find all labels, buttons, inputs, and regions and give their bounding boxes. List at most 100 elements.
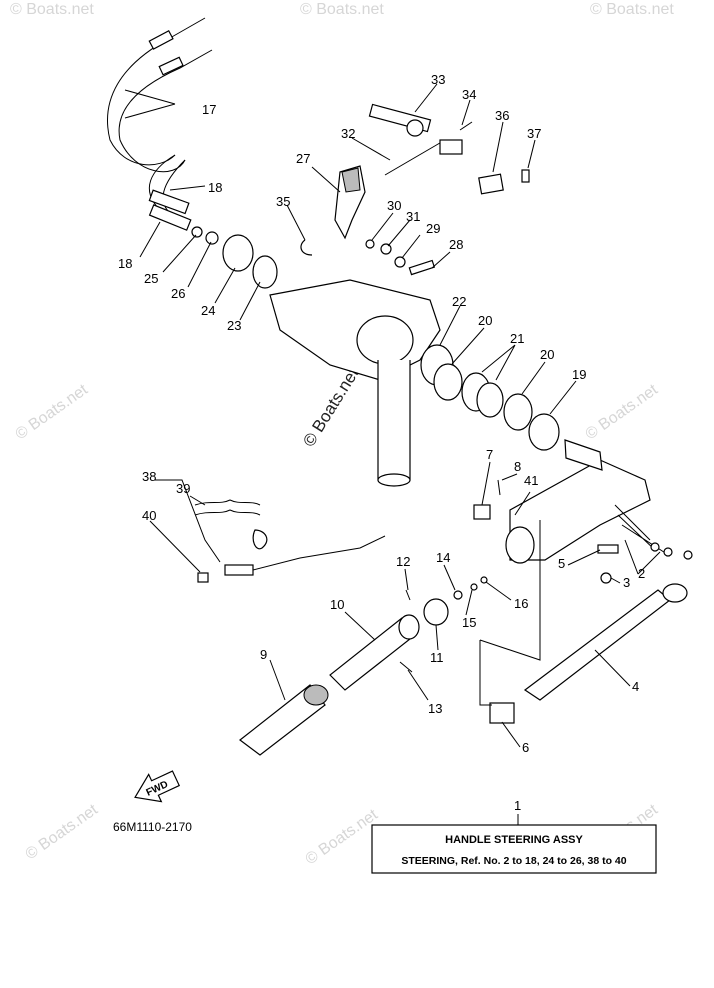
pin-34 xyxy=(459,121,473,131)
pin-37 xyxy=(521,169,530,183)
screw-13 xyxy=(399,661,413,673)
cable-17-b xyxy=(118,49,213,173)
cap-40 xyxy=(197,572,209,583)
callout-39: 39 xyxy=(176,481,190,496)
bracket-bore xyxy=(356,315,414,365)
throttle-10-end xyxy=(398,614,420,640)
callout-12: 12 xyxy=(396,554,410,569)
steering-rod-4 xyxy=(523,589,671,701)
callout-18-b: 18 xyxy=(118,256,132,271)
washer-14 xyxy=(453,590,463,600)
wire-terminal-b xyxy=(663,547,673,557)
washer-20-a xyxy=(433,363,463,401)
callout-5: 5 xyxy=(558,556,565,571)
callout-22: 22 xyxy=(452,294,466,309)
callout-15: 15 xyxy=(462,615,476,630)
parts-artwork xyxy=(107,17,693,803)
cable-end-18-a xyxy=(148,189,190,215)
seal-23 xyxy=(252,255,278,289)
legend-callout: 1 xyxy=(514,798,521,813)
callout-2: 2 xyxy=(638,566,645,581)
cable-17-c xyxy=(148,154,176,211)
stop-switch-38 xyxy=(224,564,254,576)
screw-12 xyxy=(405,589,411,601)
callout-24: 24 xyxy=(201,303,215,318)
cable-end-18-b xyxy=(148,204,192,231)
bushing-11 xyxy=(423,598,449,626)
callout-19: 19 xyxy=(572,367,586,382)
callout-40: 40 xyxy=(142,508,156,523)
callout-35: 35 xyxy=(276,194,290,209)
watermark-mid-right: © Boats.net xyxy=(583,381,662,443)
callout-10: 10 xyxy=(330,597,344,612)
cable-end-17-a xyxy=(148,30,174,50)
diagram-code: 66M1110-2170 xyxy=(113,820,192,834)
legend-title: HANDLE STEERING ASSY xyxy=(445,834,583,846)
callout-29: 29 xyxy=(426,221,440,236)
nut-25 xyxy=(191,226,203,238)
callout-27: 27 xyxy=(296,151,310,166)
wire-terminal-a xyxy=(650,542,660,552)
callout-37: 37 xyxy=(527,126,541,141)
callout-18-a: 18 xyxy=(208,180,222,195)
washer-30 xyxy=(365,239,375,249)
grip-9-end xyxy=(303,684,329,706)
washer-20-b xyxy=(503,393,533,431)
grommet-24 xyxy=(222,234,254,272)
legend-frame xyxy=(371,824,657,874)
callout-8: 8 xyxy=(514,459,521,474)
callout-17: 17 xyxy=(202,102,216,117)
leader-lines xyxy=(124,83,661,748)
clip-35 xyxy=(300,239,313,256)
callout-36: 36 xyxy=(495,108,509,123)
callout-3: 3 xyxy=(623,575,630,590)
rod-32 xyxy=(384,139,446,176)
callout-20-a: 20 xyxy=(478,313,492,328)
callout-34: 34 xyxy=(462,87,476,102)
bolt-28 xyxy=(408,259,436,276)
callout-21: 21 xyxy=(510,331,524,346)
callout-23: 23 xyxy=(227,318,241,333)
callout-38: 38 xyxy=(142,469,156,484)
washer-26 xyxy=(205,231,219,245)
pin-8 xyxy=(497,479,501,496)
shift-lever-knob xyxy=(341,167,361,193)
screw-3 xyxy=(600,572,612,584)
link-joint-36-base xyxy=(439,139,463,155)
stop-switch-wire xyxy=(252,535,386,571)
watermark-bottom-left: © Boats.net xyxy=(23,801,102,863)
callout-20-b: 20 xyxy=(540,347,554,362)
steering-bracket xyxy=(269,279,441,381)
switch-7 xyxy=(473,504,491,520)
callout-25: 25 xyxy=(144,271,158,286)
washer-15 xyxy=(470,583,478,591)
callout-16: 16 xyxy=(514,596,528,611)
watermark-bottom-center: © Boats.net xyxy=(303,806,382,868)
nut-16 xyxy=(480,576,488,584)
link-33-joint xyxy=(406,119,424,137)
handle-bore xyxy=(505,526,535,564)
rod-end-4 xyxy=(662,583,688,603)
callout-11: 11 xyxy=(430,650,444,665)
block-6 xyxy=(489,702,515,724)
callout-26: 26 xyxy=(171,286,185,301)
watermark-center: © Boats.net xyxy=(299,364,362,450)
callout-32: 32 xyxy=(341,126,355,141)
wire-terminal-c xyxy=(683,550,693,560)
watermark-top-right: © Boats.net xyxy=(590,1,674,18)
cable-end-17-b xyxy=(158,56,184,76)
bushing-19 xyxy=(528,413,560,451)
grip-9 xyxy=(239,684,326,756)
callout-28: 28 xyxy=(449,237,463,252)
legend-description: STEERING, Ref. No. 2 to 18, 24 to 26, 38… xyxy=(401,855,626,867)
washer-29 xyxy=(394,256,406,268)
legend-box: 1 HANDLE STEERING ASSY STEERING, Ref. No… xyxy=(371,798,657,874)
callout-30: 30 xyxy=(387,198,401,213)
callout-9: 9 xyxy=(260,647,267,662)
handle-wires xyxy=(614,504,671,557)
shaft-end xyxy=(377,473,411,487)
handle-pivot xyxy=(564,439,603,471)
ring-21-b xyxy=(476,382,504,418)
callout-14: 14 xyxy=(436,550,450,565)
